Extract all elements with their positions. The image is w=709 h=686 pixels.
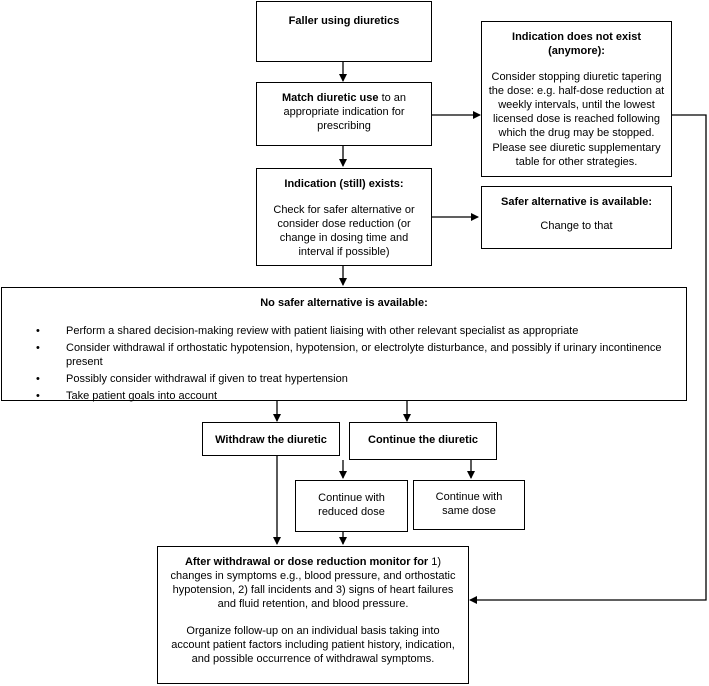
node-monitor-followup: Organize follow-up on an individual basi… [171, 625, 455, 666]
bullet-item: Perform a shared decision-making review … [2, 324, 686, 339]
node-safer-title: Safer alternative is available: [500, 196, 653, 208]
node-monitor-text: 1) changes in symptoms e.g., blood press… [170, 556, 456, 611]
node-faller-using-diuretics: Faller using diuretics [256, 1, 432, 62]
node-match-diuretic-use: Match diuretic use to an appropriate ind… [256, 82, 432, 146]
node-same-text: Continue with same dose [435, 491, 503, 518]
node-safer-alternative-available: Safer alternative is available: Change t… [481, 186, 672, 249]
bullet-item: Possibly consider withdrawal if given to… [2, 372, 686, 387]
node-match-text: to an appropriate indication for prescri… [283, 92, 407, 133]
node-indication-still-exists: Indication (still) exists: Check for saf… [256, 168, 432, 266]
node-reduced-text: Continue with reduced dose [318, 492, 385, 519]
node-match-bold: Match diuretic use [281, 92, 379, 104]
node-no-indication-title: Indication does not exist (anymore): [512, 31, 641, 58]
node-continue-same-dose: Continue with same dose [413, 480, 525, 530]
node-no-indication-text: Consider stopping diuretic tapering the … [488, 71, 665, 168]
node-withdraw-title: Withdraw the diuretic [215, 434, 327, 446]
node-start-title: Faller using diuretics [288, 15, 400, 27]
bullet-item: Take patient goals into account [2, 389, 686, 404]
node-exists-text: Check for safer alternative or consider … [273, 204, 415, 259]
node-indication-does-not-exist: Indication does not exist (anymore): Con… [481, 21, 672, 177]
arrow-no-indication-to-monitor [469, 114, 707, 604]
node-safer-text: Change to that [540, 220, 613, 233]
node-monitor-bold: After withdrawal or dose reduction monit… [184, 556, 429, 568]
node-no-safer-title: No safer alternative is available: [260, 297, 428, 309]
node-no-safer-bullets: Perform a shared decision-making review … [2, 324, 686, 404]
node-monitor-after-withdrawal: After withdrawal or dose reduction monit… [157, 546, 469, 684]
node-continue-title: Continue the diuretic [368, 434, 478, 446]
node-continue-reduced-dose: Continue with reduced dose [295, 480, 408, 532]
node-continue-the-diuretic: Continue the diuretic [349, 422, 497, 460]
node-withdraw-the-diuretic: Withdraw the diuretic [202, 422, 340, 456]
node-exists-title: Indication (still) exists: [284, 178, 404, 190]
node-no-safer-alternative: No safer alternative is available: Perfo… [1, 287, 687, 404]
bullet-item: Consider withdrawal if orthostatic hypot… [2, 341, 686, 370]
